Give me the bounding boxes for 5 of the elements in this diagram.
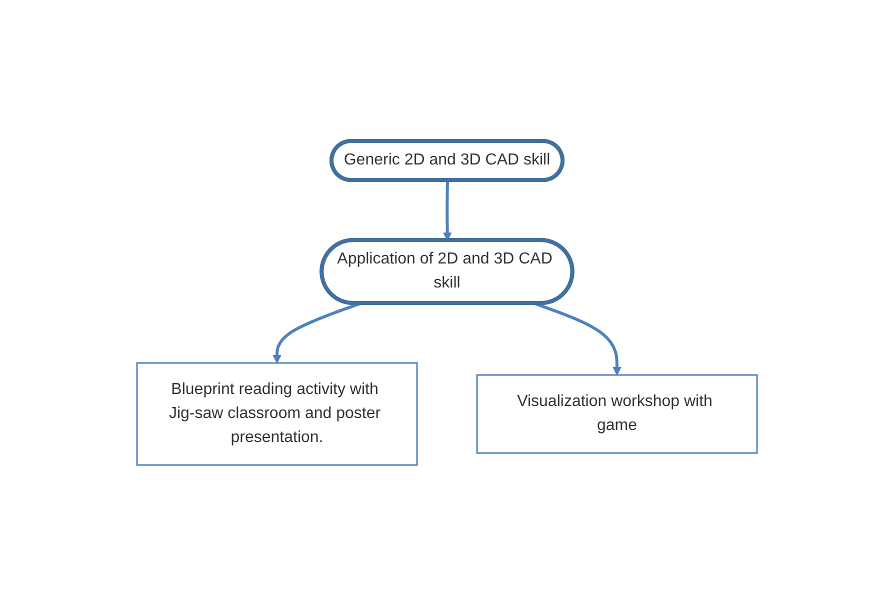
arrow	[534, 302, 621, 376]
node-box: Blueprint reading activity with Jig-saw classroom and poster presentation.	[136, 362, 418, 466]
arrow	[272, 302, 360, 364]
node-box: Visualization workshop with game	[476, 374, 758, 454]
arrow	[442, 180, 452, 241]
